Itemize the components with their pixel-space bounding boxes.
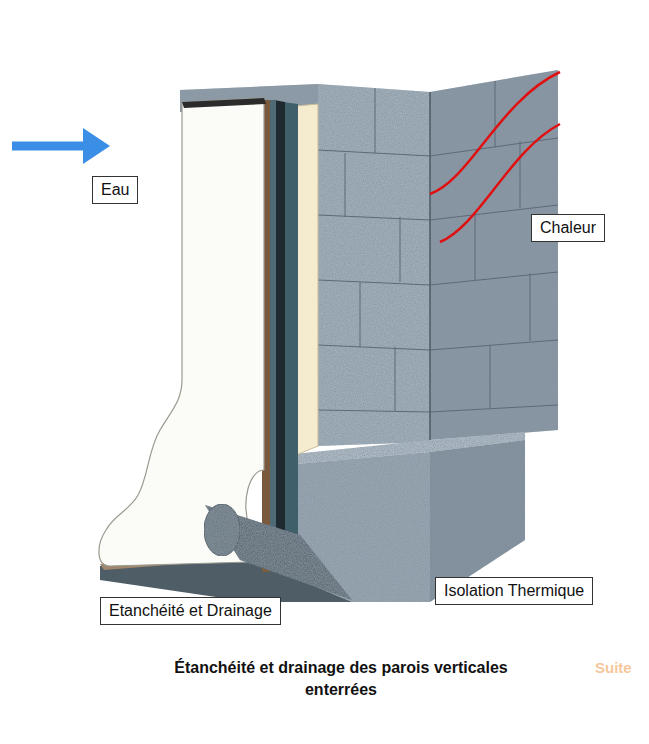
membrane-layer (283, 102, 298, 566)
fabric-top (182, 98, 266, 108)
wall-side (430, 70, 558, 440)
box-label: Isolation Thermique (444, 581, 584, 601)
roll-end (204, 504, 240, 556)
box-label: Etanchéité et Drainage (109, 601, 272, 621)
box-label: Eau (101, 180, 129, 200)
wall-front (318, 84, 430, 446)
heat-line (430, 72, 560, 194)
insulation-layer (296, 104, 318, 455)
roll (205, 505, 352, 600)
caption: Étanchéité et drainage des parois vertic… (160, 657, 522, 701)
block-joints (318, 81, 558, 442)
box-label: Chaleur (540, 218, 596, 238)
label-box: Etanchéité et Drainage (100, 597, 281, 625)
label-box: Eau (92, 176, 138, 204)
label-box: Chaleur (531, 214, 605, 242)
label-box: Isolation Thermique (435, 577, 593, 605)
nav-link: Suite (595, 659, 632, 676)
water-arrow (12, 142, 92, 151)
drainage-fabric (99, 98, 264, 566)
